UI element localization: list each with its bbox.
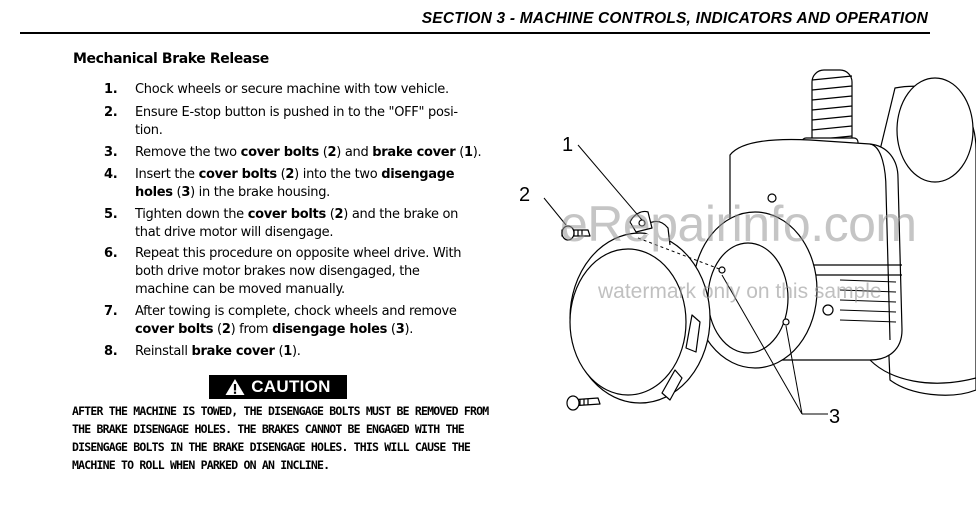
caution-badge: CAUTION xyxy=(209,375,347,399)
steps-list: 1. Chock wheels or secure machine with t… xyxy=(0,0,520,370)
alignment-line xyxy=(637,237,723,271)
step-number: 5. xyxy=(104,207,118,222)
callout-3: 3 xyxy=(829,406,841,428)
cover-clip xyxy=(661,369,683,401)
leader-lines xyxy=(543,144,828,415)
header-title: SECTION 3 - MACHINE CONTROLS, INDICATORS… xyxy=(421,10,928,27)
step-text: Reinstall brake cover (1). xyxy=(135,344,301,359)
step-text: Insert the cover bolts (2) into the two … xyxy=(135,167,455,200)
hose-coil xyxy=(811,69,853,151)
step-text: After towing is complete, chock wheels a… xyxy=(135,304,457,337)
watermark-note: watermark only on this sample xyxy=(598,280,882,303)
disengage-hole xyxy=(782,318,790,326)
step-number: 3. xyxy=(104,145,118,160)
step-number: 8. xyxy=(104,344,118,359)
header-rule xyxy=(20,32,930,34)
page-header: SECTION 3 - MACHINE CONTROLS, INDICATORS… xyxy=(0,0,976,40)
step-number: 7. xyxy=(104,304,118,319)
warning-triangle-icon xyxy=(225,379,245,395)
callout-1: 1 xyxy=(562,134,574,156)
motor-ribs xyxy=(839,279,897,323)
brake-illustration xyxy=(543,69,976,415)
cover-bolt xyxy=(561,225,591,241)
cover-bolt xyxy=(566,395,601,411)
step-number: 2. xyxy=(104,105,118,120)
callout-2: 2 xyxy=(519,184,531,206)
step-text: Repeat this procedure on opposite wheel … xyxy=(135,246,462,297)
step-text: Ensure E-stop button is pushed in to the… xyxy=(135,105,458,138)
section-title: Mechanical Brake Release xyxy=(73,51,269,67)
step-number: 1. xyxy=(104,82,118,97)
step-text: Chock wheels or secure machine with tow … xyxy=(135,82,449,97)
disengage-hole xyxy=(718,266,726,274)
watermark-text: eRepairinfo.com xyxy=(560,196,917,252)
motor-bolt xyxy=(822,304,834,316)
cover-clip xyxy=(685,314,701,353)
caution-text: AFTER THE MACHINE IS TOWED, THE DISENGAG… xyxy=(72,404,489,472)
step-text: Remove the two cover bolts (2) and brake… xyxy=(135,145,482,160)
machine-housing xyxy=(896,77,974,183)
caution-label: CAUTION xyxy=(251,377,331,396)
step-number: 4. xyxy=(104,167,118,182)
motor-bolt xyxy=(767,193,777,203)
step-number: 6. xyxy=(104,246,118,261)
step-text: Tighten down the cover bolts (2) and the… xyxy=(135,207,459,240)
